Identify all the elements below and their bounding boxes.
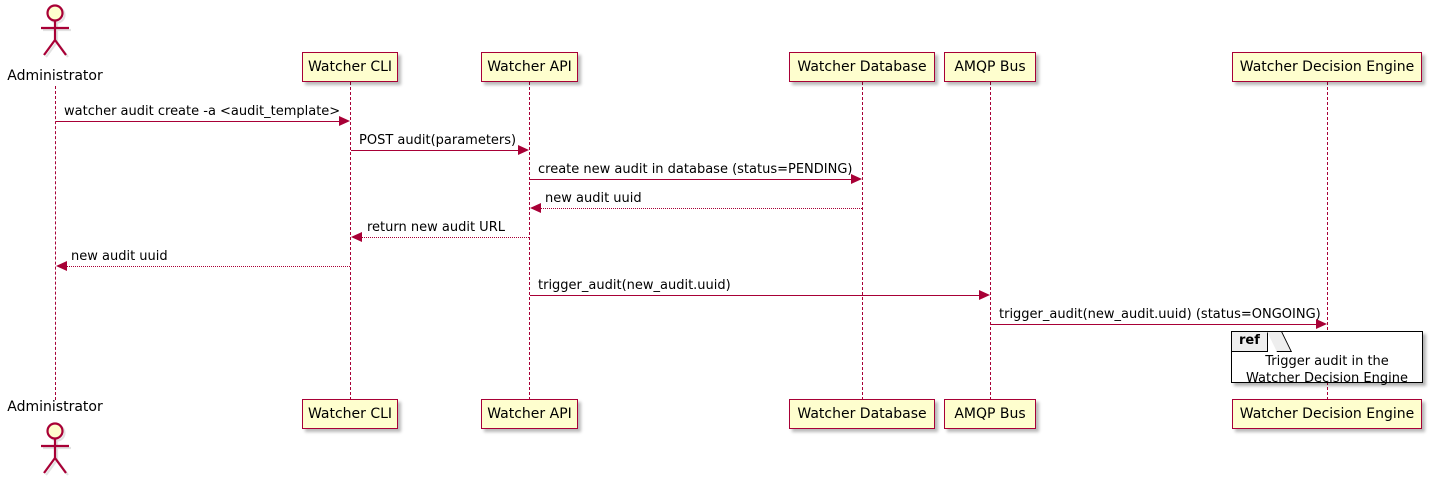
message-line-2: [351, 150, 519, 151]
lifeline-watcher-api: [529, 82, 530, 400]
message-arrowhead-2: [518, 145, 529, 155]
ref-fragment-body: Trigger audit in the Watcher Decision En…: [1232, 353, 1422, 387]
message-label-4: new audit uuid: [545, 191, 642, 206]
message-label-8: trigger_audit(new_audit.uuid) (status=ON…: [999, 307, 1321, 322]
message-arrowhead-1: [339, 116, 350, 126]
participant-watcher-decision-engine-bottom[interactable]: Watcher Decision Engine: [1232, 399, 1422, 429]
lifeline-watcher-database: [862, 82, 863, 400]
participant-amqp-bus-bottom[interactable]: AMQP Bus: [944, 399, 1036, 429]
message-line-3: [530, 179, 851, 180]
ref-fragment: ref Trigger audit in the Watcher Decisio…: [1231, 331, 1423, 386]
participant-watcher-api-bottom[interactable]: Watcher API: [481, 399, 578, 429]
participant-watcher-api-top[interactable]: Watcher API: [481, 52, 578, 82]
message-label-6: new audit uuid: [71, 249, 168, 264]
message-label-1: watcher audit create -a <audit_template>: [64, 104, 341, 119]
participant-watcher-cli-bottom[interactable]: Watcher CLI: [302, 399, 398, 429]
message-label-2: POST audit(parameters): [359, 133, 517, 148]
ref-fragment-tag-clip: [1267, 332, 1292, 352]
actor-administrator-bottom-label: Administrator: [7, 399, 103, 415]
message-arrowhead-7: [979, 290, 990, 300]
message-arrowhead-4: [530, 203, 541, 213]
participant-watcher-decision-engine-top[interactable]: Watcher Decision Engine: [1232, 52, 1422, 82]
lifeline-watcher-decision-engine: [1327, 82, 1328, 400]
message-line-7: [530, 295, 979, 296]
message-line-4: [541, 208, 862, 209]
ref-fragment-line-2: Watcher Decision Engine: [1246, 371, 1408, 386]
message-label-5: return new audit URL: [367, 220, 505, 235]
actor-administrator-bottom-icon: [33, 422, 77, 478]
participant-amqp-bus-top[interactable]: AMQP Bus: [944, 52, 1036, 82]
message-label-7: trigger_audit(new_audit.uuid): [538, 278, 731, 293]
message-arrowhead-5: [351, 232, 362, 242]
actor-administrator-top-label: Administrator: [7, 68, 103, 84]
message-arrowhead-8: [1316, 319, 1327, 329]
message-arrowhead-3: [851, 174, 862, 184]
message-line-6: [67, 266, 350, 267]
message-line-1: [56, 121, 340, 122]
participant-watcher-database-top[interactable]: Watcher Database: [789, 52, 935, 82]
participant-watcher-database-bottom[interactable]: Watcher Database: [789, 399, 935, 429]
message-line-5: [362, 237, 529, 238]
message-label-3: create new audit in database (status=PEN…: [538, 162, 853, 177]
ref-fragment-line-1: Trigger audit in the: [1265, 354, 1389, 369]
actor-administrator-top-icon: [33, 4, 77, 60]
message-line-8: [991, 324, 1316, 325]
lifeline-watcher-cli: [350, 82, 351, 400]
message-arrowhead-6: [56, 261, 67, 271]
lifeline-administrator: [55, 86, 56, 400]
participant-watcher-cli-top[interactable]: Watcher CLI: [302, 52, 398, 82]
lifeline-amqp-bus: [990, 82, 991, 400]
ref-fragment-tag: ref: [1232, 332, 1268, 352]
